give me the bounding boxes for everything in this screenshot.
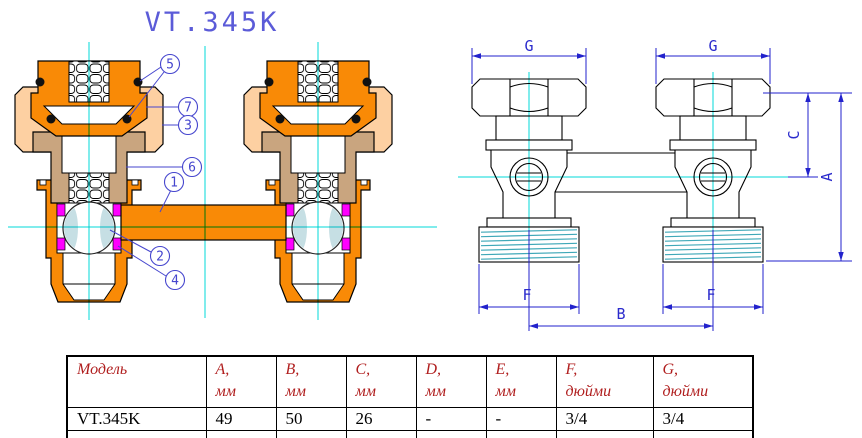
spec-table: Модель A,мм B,мм C,мм D,мм E,мм F,дюйми … bbox=[66, 355, 754, 438]
callout-2-number: 2 bbox=[156, 250, 164, 265]
dimension-a: A bbox=[766, 93, 852, 262]
cell-f: 3/4 bbox=[555, 407, 654, 431]
section-view: 5 7 3 6 1 2 4 bbox=[8, 42, 437, 320]
callout-6-number: 6 bbox=[188, 161, 196, 176]
manifold-bar bbox=[120, 204, 287, 241]
dimension-c: C bbox=[763, 92, 852, 178]
dimension-f-left: F bbox=[478, 264, 580, 314]
dim-label-f-right: F bbox=[706, 286, 715, 304]
header-c: C,мм bbox=[345, 355, 417, 408]
spec-table-cutoff-row bbox=[66, 430, 754, 438]
dimension-b: B bbox=[528, 230, 714, 331]
cell-b: 50 bbox=[275, 407, 347, 431]
cell-g: 3/4 bbox=[652, 407, 754, 431]
dim-label-f-left: F bbox=[522, 286, 531, 304]
front-centerlines bbox=[458, 72, 790, 230]
dim-label-g-left: G bbox=[524, 37, 533, 55]
callout-2: 2 bbox=[149, 245, 171, 267]
cell-d: - bbox=[415, 407, 487, 431]
callout-3-number: 3 bbox=[184, 119, 192, 134]
dimension-g-right: G bbox=[655, 37, 771, 84]
header-d: D,мм bbox=[415, 355, 487, 408]
callout-1-number: 1 bbox=[170, 176, 178, 191]
header-b: B,мм bbox=[275, 355, 347, 408]
header-f: F,дюйми bbox=[555, 355, 654, 408]
spec-table-header-row: Модель A,мм B,мм C,мм D,мм E,мм F,дюйми … bbox=[66, 355, 754, 408]
dim-label-c: C bbox=[785, 130, 803, 139]
header-e: E,мм bbox=[485, 355, 557, 408]
spec-table-data-row: VT.345K 49 50 26 - - 3/4 3/4 bbox=[66, 407, 754, 431]
cell-c: 26 bbox=[345, 407, 417, 431]
dimension-f-right: F bbox=[662, 264, 764, 314]
callout-5: 5 bbox=[159, 53, 181, 75]
callout-6: 6 bbox=[181, 156, 203, 178]
header-g: G,дюйми bbox=[652, 355, 754, 408]
callouts: 5 7 3 6 1 2 4 bbox=[149, 53, 203, 291]
callout-5-number: 5 bbox=[166, 58, 174, 73]
callout-7: 7 bbox=[177, 96, 199, 118]
cell-e: - bbox=[485, 407, 557, 431]
cell-a: 49 bbox=[205, 407, 277, 431]
dim-label-b: B bbox=[616, 305, 625, 323]
callout-3: 3 bbox=[177, 114, 199, 136]
dimension-view: G G C A bbox=[458, 37, 852, 331]
drawing-title: VT.345K bbox=[145, 7, 280, 38]
callout-4-number: 4 bbox=[171, 274, 179, 289]
callout-leaders bbox=[109, 66, 182, 277]
dim-label-a: A bbox=[818, 172, 836, 181]
header-model: Модель bbox=[66, 355, 207, 408]
dim-label-g-right: G bbox=[708, 37, 717, 55]
section-centerlines bbox=[8, 42, 437, 320]
callout-4: 4 bbox=[164, 269, 186, 291]
header-a: A,мм bbox=[205, 355, 277, 408]
dimension-g-left: G bbox=[471, 37, 587, 84]
cell-model: VT.345K bbox=[66, 407, 207, 431]
callout-7-number: 7 bbox=[184, 101, 192, 116]
callout-1: 1 bbox=[163, 171, 185, 193]
